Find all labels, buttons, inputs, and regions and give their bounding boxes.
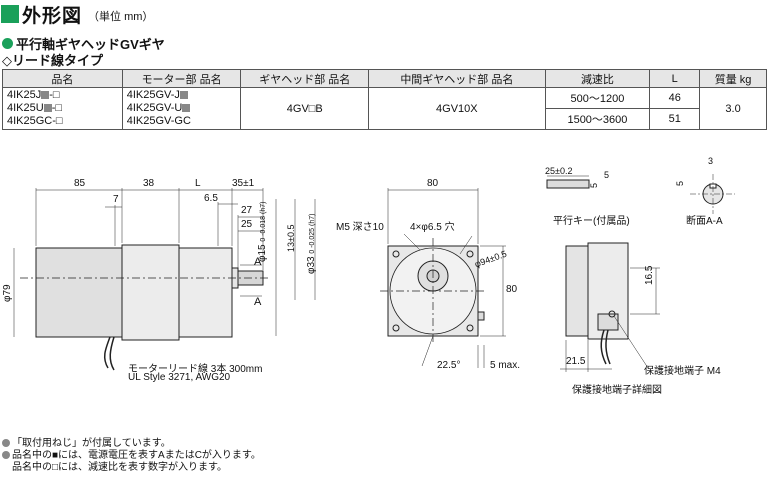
label-holes: 4×φ6.5 穴 <box>410 222 455 233</box>
subtitle-gearhead: 平行軸ギヤヘッドGVギヤ <box>2 34 165 53</box>
dim-21-5: 21.5 <box>566 356 586 367</box>
dim-16-5: 16.5 <box>644 265 655 285</box>
mount-hole <box>392 250 400 258</box>
caption-key: 平行キー(付属品) <box>553 216 630 227</box>
dim-35: 35±1 <box>232 178 255 189</box>
gear-cell: 4GV□B <box>240 87 370 130</box>
dim-sec-5: 5 <box>675 180 685 186</box>
ratio-cell: 500～1200 <box>544 87 651 109</box>
note-2: 品名中の■には、電源電圧を表すAまたはCが入ります。 <box>2 450 261 462</box>
table-row: 1500～3600 51 <box>3 108 767 130</box>
green-dot-icon <box>2 38 13 49</box>
note-3: 品名中の□には、減速比を表す数字が入ります。 <box>12 462 228 473</box>
caption-detail: 保護接地端子詳細図 <box>572 385 662 396</box>
note-1: 「取付用ねじ」が付属しています。 <box>2 438 171 450</box>
dim-key-25: 25±0.2 <box>545 166 573 176</box>
dim-sec-3: 3 <box>708 156 714 166</box>
dim-7: 7 <box>113 194 119 205</box>
dim-shaft1: φ15 0 -0.018 (h7) <box>257 201 268 262</box>
gear-mid-body <box>121 244 180 341</box>
caption-ground-terminal: 保護接地端子 M4 <box>644 366 721 377</box>
label-lead-wire: モーターリード線 3本 300mm <box>128 364 263 375</box>
subtitle-leadwire: ◇リード線タイプ <box>2 53 103 68</box>
dim-key-5a: 5 <box>589 182 599 188</box>
dim-13: 13±0.5 <box>286 224 296 252</box>
ratio-cell: 1500～3600 <box>544 108 651 130</box>
dim-key-5b: 5 <box>604 170 610 180</box>
section-header: 外形図 （単位 mm） <box>0 2 154 27</box>
page-title: 外形図 <box>22 5 83 27</box>
detail-side <box>565 245 589 337</box>
dim-L: L <box>195 178 201 189</box>
lead-wires <box>103 336 115 371</box>
mid-gear-cell: 4GV10X <box>368 87 546 130</box>
section-marker-a: A <box>254 296 262 308</box>
dim-27: 27 <box>241 205 253 216</box>
motor-body <box>35 247 123 338</box>
spec-table: 品名 モーター部 品名 ギヤヘッド部 品名 中間ギヤヘッド部 品名 減速比 L … <box>2 69 767 130</box>
section-marker-a: A <box>254 256 262 268</box>
dim-25: 25 <box>241 219 253 230</box>
dim-80v: 80 <box>506 284 518 295</box>
gearhead-body <box>178 247 233 338</box>
label-angle: 22.5° <box>437 360 461 371</box>
dim-phi79: φ79 <box>2 284 13 302</box>
label-ul-style: UL Style 3271, AWG20 <box>128 372 231 383</box>
label-5max: 5 max. <box>490 360 521 371</box>
motor-cell: 4IK25GV-J 4IK25GV-U 4IK25GV-GC <box>121 87 242 130</box>
dim-6-5: 6.5 <box>204 193 218 204</box>
caption-section: 断面A-A <box>686 216 723 227</box>
dim-85: 85 <box>74 178 86 189</box>
dim-80: 80 <box>427 178 439 189</box>
green-square-icon <box>1 5 19 23</box>
label-m5: M5 深さ10 <box>336 222 384 233</box>
mass-cell: 3.0 <box>699 87 767 130</box>
dim-38: 38 <box>143 178 155 189</box>
parallel-key <box>546 179 590 189</box>
table-row: 4IK25J-□ 4IK25U-□ 4IK25GC-□ 4IK25GV-J 4I… <box>2 87 767 130</box>
dim-shaft2: φ33 0 -0.025 (h7) <box>306 213 317 274</box>
model-cell: 4IK25J-□ 4IK25U-□ 4IK25GC-□ <box>2 87 123 130</box>
unit-label: （単位 mm） <box>88 11 154 23</box>
l-cell: 51 <box>649 108 701 130</box>
